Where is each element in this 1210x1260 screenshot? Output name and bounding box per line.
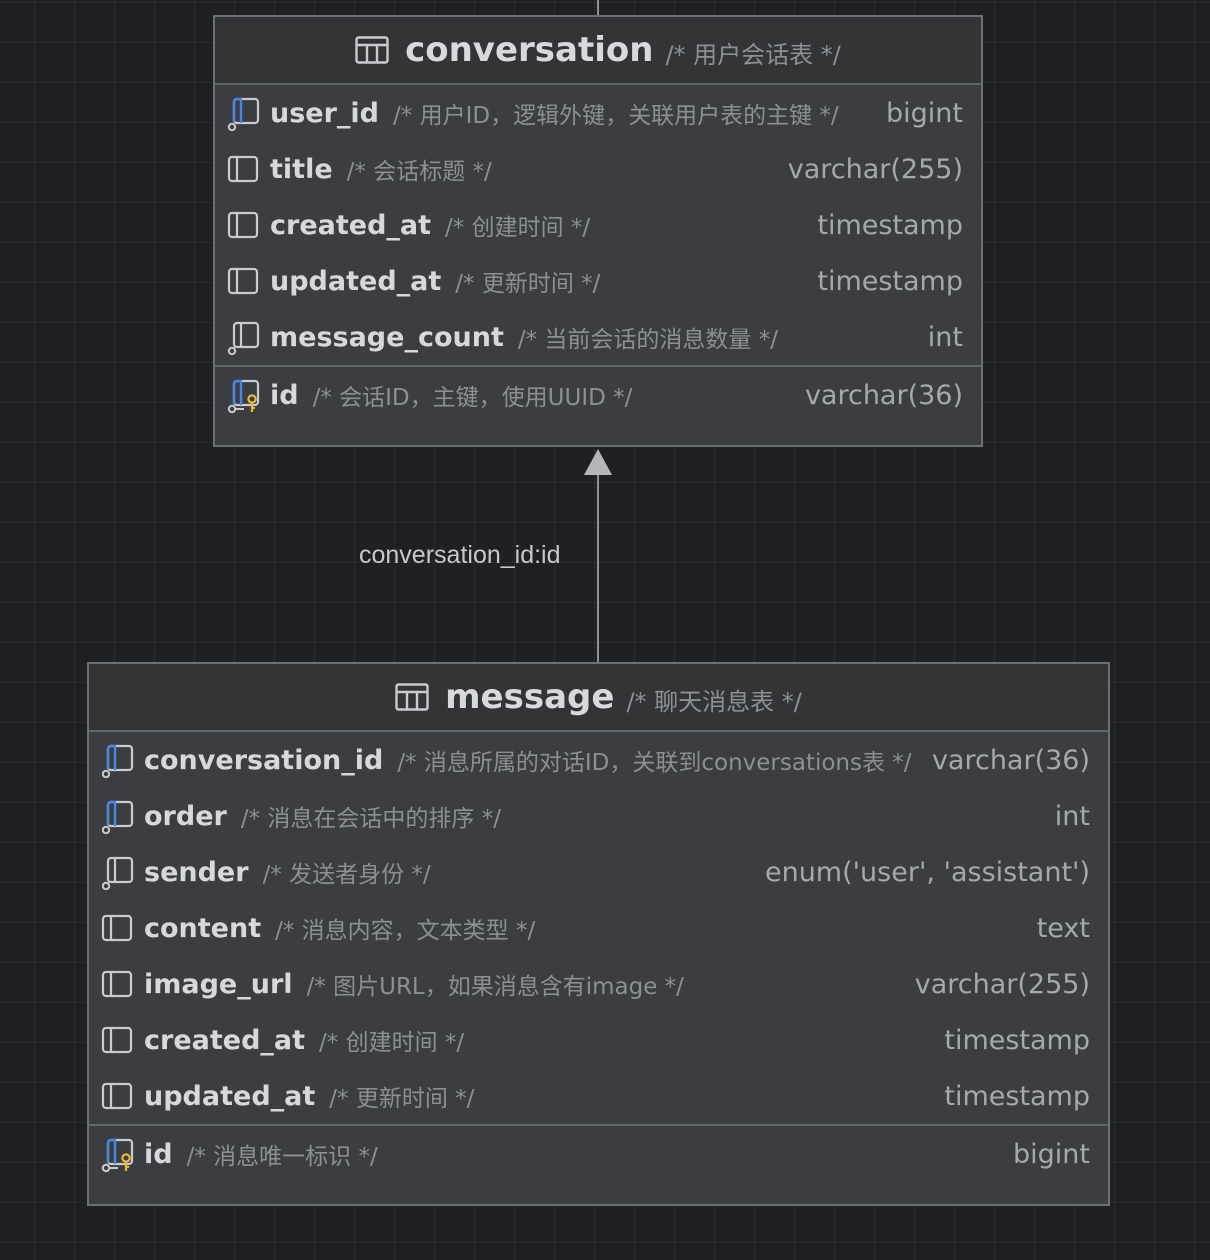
table-header[interactable]: conversation /* 用户会话表 */ — [215, 17, 981, 85]
column-row[interactable]: sender /* 发送者身份 */ enum('user', 'assistant… — [89, 844, 1108, 900]
column-type: varchar(36) — [804, 379, 963, 411]
column-name: image_url — [144, 968, 293, 1000]
column-comment: /* 图片URL，如果消息含有image */ — [306, 974, 684, 1000]
column-name: id — [270, 379, 299, 411]
primary-key-row[interactable]: id /* 会话ID，主键，使用UUID */ varchar(36) — [215, 365, 981, 423]
column-row[interactable]: image_url /* 图片URL，如果消息含有image */ varchar(… — [89, 956, 1108, 1012]
column-name: created_at — [270, 209, 432, 241]
column-comment: /* 创建时间 */ — [445, 215, 591, 241]
column-row[interactable]: conversation_id /* 消息所属的对话ID，关联到conversat… — [89, 732, 1108, 788]
column-name: updated_at — [144, 1080, 316, 1112]
column-name: content — [144, 912, 262, 944]
column-comment: /* 消息所属的对话ID，关联到conversations表 */ — [397, 750, 912, 776]
column-type: text — [1036, 912, 1090, 944]
column-icon — [98, 1021, 136, 1059]
column-icon — [224, 206, 262, 244]
primary-key-icon — [224, 376, 262, 414]
column-type: timestamp — [817, 265, 963, 297]
column-name: sender — [144, 856, 249, 888]
column-type: timestamp — [944, 1080, 1090, 1112]
column-comment: /* 会话标题 */ — [346, 159, 492, 185]
column-comment: /* 消息在会话中的排序 */ — [240, 806, 501, 832]
column-type: varchar(255) — [914, 968, 1090, 1000]
column-comment: /* 消息唯一标识 */ — [186, 1144, 378, 1170]
table-body: user_id /* 用户ID，逻辑外键，关联用户表的主键 */ bigint tit… — [215, 85, 981, 423]
column-comment: /* 更新时间 */ — [455, 271, 601, 297]
column-row[interactable]: message_count /* 当前会话的消息数量 */ int — [215, 309, 981, 365]
column-row[interactable]: created_at /* 创建时间 */ timestamp — [89, 1012, 1108, 1068]
column-type: int — [1054, 800, 1090, 832]
column-icon — [224, 262, 262, 300]
column-type: varchar(255) — [787, 153, 963, 185]
column-name: message_count — [270, 321, 504, 353]
column-name: conversation_id — [144, 744, 384, 776]
column-row[interactable]: updated_at /* 更新时间 */ timestamp — [215, 253, 981, 309]
column-icon — [98, 909, 136, 947]
column-name: order — [144, 800, 227, 832]
column-comment: /* 更新时间 */ — [329, 1086, 475, 1112]
column-type: bigint — [886, 97, 963, 129]
column-comment: /* 用户ID，逻辑外键，关联用户表的主键 */ — [393, 103, 839, 129]
column-row[interactable]: updated_at /* 更新时间 */ timestamp — [89, 1068, 1108, 1124]
relationship-arrowhead — [584, 449, 612, 475]
column-name: created_at — [144, 1024, 306, 1056]
column-icon — [224, 150, 262, 188]
table-comment: /* 聊天消息表 */ — [626, 687, 802, 716]
column-comment: /* 当前会话的消息数量 */ — [517, 327, 778, 353]
primary-key-row[interactable]: id /* 消息唯一标识 */ bigint — [89, 1124, 1108, 1182]
column-type: enum('user', 'assistant') — [764, 856, 1090, 888]
column-name: id — [144, 1138, 173, 1170]
table-name: message — [445, 677, 615, 717]
column-comment: /* 发送者身份 */ — [262, 862, 431, 888]
table-body: conversation_id /* 消息所属的对话ID，关联到conversat… — [89, 732, 1108, 1182]
column-type: bigint — [1013, 1138, 1090, 1170]
table-icon — [395, 683, 429, 711]
column-type: int — [927, 321, 963, 353]
column-name: title — [270, 153, 333, 185]
column-row[interactable]: created_at /* 创建时间 */ timestamp — [215, 197, 981, 253]
column-row[interactable]: user_id /* 用户ID，逻辑外键，关联用户表的主键 */ bigint — [215, 85, 981, 141]
column-row[interactable]: order /* 消息在会话中的排序 */ int — [89, 788, 1108, 844]
column-comment: /* 消息内容，文本类型 */ — [275, 918, 536, 944]
table-header[interactable]: message /* 聊天消息表 */ — [89, 664, 1108, 732]
table-conversation[interactable]: conversation /* 用户会话表 */ user_id /* 用户ID，… — [213, 15, 983, 447]
column-icon — [98, 1077, 136, 1115]
column-type: timestamp — [944, 1024, 1090, 1056]
foreign-key-column-icon — [224, 94, 262, 132]
not-null-column-icon — [224, 318, 262, 356]
foreign-key-column-icon — [98, 797, 136, 835]
table-comment: /* 用户会话表 */ — [665, 40, 841, 69]
column-comment: /* 创建时间 */ — [319, 1030, 465, 1056]
column-comment: /* 会话ID，主键，使用UUID */ — [312, 385, 633, 411]
column-name: updated_at — [270, 265, 442, 297]
column-name: user_id — [270, 97, 380, 129]
column-type: timestamp — [817, 209, 963, 241]
table-name: conversation — [405, 30, 654, 70]
primary-key-icon — [98, 1135, 136, 1173]
column-row[interactable]: content /* 消息内容，文本类型 */ text — [89, 900, 1108, 956]
not-null-column-icon — [98, 853, 136, 891]
column-row[interactable]: title /* 会话标题 */ varchar(255) — [215, 141, 981, 197]
table-message[interactable]: message /* 聊天消息表 */ conversation_id /* 消息… — [87, 662, 1110, 1206]
column-type: varchar(36) — [931, 744, 1090, 776]
table-icon — [355, 36, 389, 64]
foreign-key-column-icon — [98, 741, 136, 779]
relationship-label: conversation_id:id — [359, 541, 561, 569]
column-icon — [98, 965, 136, 1003]
